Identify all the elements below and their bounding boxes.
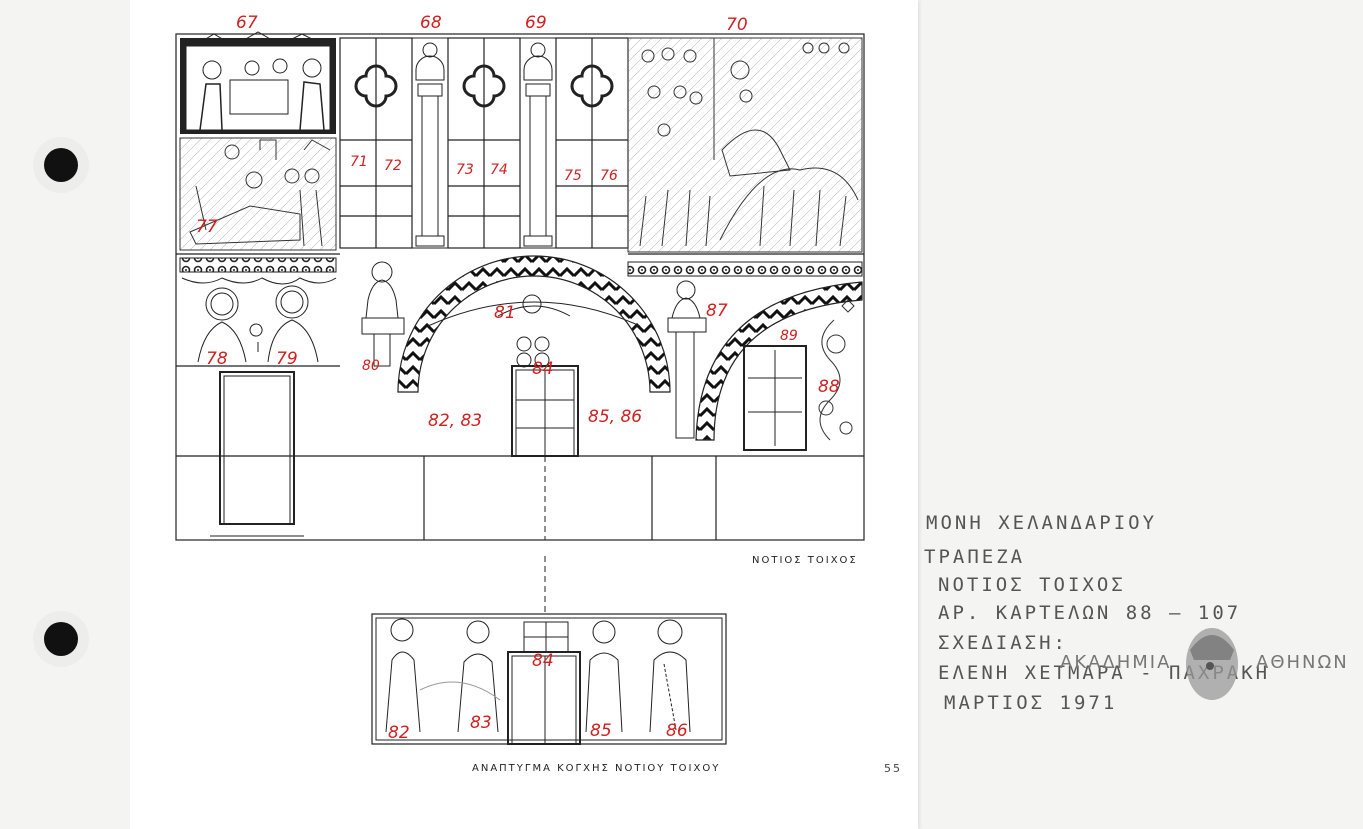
caption-south-wall: ΝΟΤΙΟΣ ΤΟΙΧΟΣ [752,555,858,566]
doorway-left [210,371,304,537]
label-84: 84 [532,359,554,379]
label-69: 69 [525,13,547,33]
note-date: ΜΑΡΤΙΟΣ 1971 [944,692,1118,714]
label-77: 77 [196,217,218,237]
fresco-panel-70 [627,37,863,253]
fresco-panel-67 [180,31,336,134]
stamp-academy: ΑΚΑΔΗΜΙΑ [1060,652,1172,673]
page-number: 55 [884,762,902,775]
fresco-panel-77 [179,137,337,251]
fresco-saints-78-79 [181,277,337,363]
note-artist: ΕΛΕΝΗ ΧΕΤΜΑΡΑ - ΠΑΧΡΑΚΗ [938,662,1271,684]
label-85-apse: 85 [590,721,612,741]
label-84-apse: 84 [532,651,554,671]
note-monastery: ΜΟΝΗ ΧΕΛΑΝΔΑΡΙΟΥ [926,512,1158,534]
label-82-83: 82, 83 [428,411,482,431]
label-73: 73 [456,162,474,178]
label-75: 75 [564,168,582,184]
label-83-apse: 83 [470,713,492,733]
label-85-86: 85, 86 [588,407,642,427]
label-82-apse: 82 [388,723,410,743]
label-86-apse: 86 [666,721,688,741]
ornament-band-right [627,261,863,277]
ornament-band-left [179,257,337,273]
wall-outline [175,33,865,541]
label-88: 88 [818,377,840,397]
window-bays [339,37,629,249]
annotation-numbers: 67 68 69 70 71 72 73 74 75 76 77 78 79 8… [196,13,840,743]
label-67: 67 [236,13,258,33]
binder-hole-bottom [44,622,78,656]
athena-head-icon [1186,628,1238,700]
label-72: 72 [384,158,402,174]
window-89 [743,345,807,451]
caption-apse: ΑΝΑΠΤΥΓΜΑ ΚΟΓΧΗΣ ΝΟΤΙΟΥ ΤΟΙΧΟΥ [472,763,721,774]
label-80: 80 [362,358,380,374]
central-arch [397,255,671,393]
apse-development [371,613,727,745]
label-87: 87 [706,301,728,321]
label-79: 79 [276,349,298,369]
fresco-figure-87 [667,280,707,439]
label-68: 68 [420,13,442,33]
note-south-wall: ΝΟΤΙΟΣ ΤΟΙΧΟΣ [938,574,1126,596]
note-card-numbers: ΑΡ. ΚΑΡΤΕΛΩΝ 88 — 107 [938,602,1242,624]
note-refectory: ΤΡΑΠΕΖΑ [924,546,1026,568]
note-drawing-by: ΣΧΕΔΙΑΣΗ: [938,632,1068,654]
label-70: 70 [726,15,748,35]
label-78: 78 [206,349,228,369]
label-81: 81 [494,303,516,323]
label-71: 71 [350,154,368,170]
label-89: 89 [780,328,798,344]
label-76: 76 [600,168,618,184]
fresco-figure-80 [361,261,405,367]
column-68 [411,37,449,249]
stamp-athens: ΑΘΗΝΩΝ [1256,652,1349,673]
binder-hole-top [44,148,78,182]
label-74: 74 [490,162,508,178]
right-arch [695,281,863,441]
doorway-center [511,365,579,612]
foliage-ornament-88 [818,299,855,441]
column-69 [519,37,557,249]
